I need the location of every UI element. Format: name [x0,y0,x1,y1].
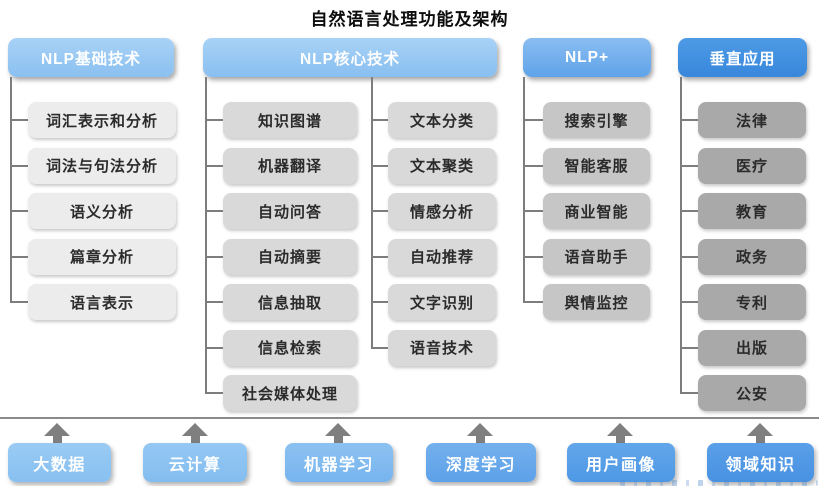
tree-node: 自动推荐 [371,238,496,275]
baseline-divider [0,417,819,419]
up-arrow-icon [325,423,351,444]
tree-node: 智能客服 [523,147,650,184]
tree-node: 文字识别 [371,284,496,320]
tree-node: 信息抽取 [205,284,357,320]
watermark-fragment [620,480,818,486]
col3-item-list: 搜索引擎 智能客服 商业智能 语音助手 舆情监控 [523,102,650,320]
header-nlp-core-tech: NLP核心技术 [203,38,497,77]
tree-node: 出版 [680,329,806,366]
up-arrow-icon [467,423,493,444]
tree-node: 公安 [680,375,806,411]
tree-node: 语音技术 [371,329,496,366]
tree-node: 语义分析 [10,193,176,229]
tree-node: 篇章分析 [10,238,176,275]
connector-vline-col3 [523,77,525,302]
up-arrow-icon [747,423,773,444]
tree-node: 语言表示 [10,284,176,320]
tree-node: 社会媒体处理 [205,375,357,411]
col2-left-item-list: 知识图谱 机器翻译 自动问答 自动摘要 信息抽取 信息检索 社会媒体处理 [205,102,357,411]
tree-node: 教育 [680,193,806,229]
connector-vline-col1 [10,77,12,302]
tree-node: 搜索引擎 [523,102,650,138]
tree-node: 自动问答 [205,193,357,229]
header-vertical-apps: 垂直应用 [678,38,807,77]
connector-vline-col4 [680,77,682,393]
foundation-box-cloud-computing: 云计算 [143,443,247,482]
connector-vline-col2-left [205,77,207,393]
header-nlp-basic-tech: NLP基础技术 [8,38,174,77]
header-nlp-plus: NLP+ [523,38,651,77]
tree-node: 词汇表示和分析 [10,102,176,138]
tree-node: 法律 [680,102,806,138]
foundation-box-deep-learning: 深度学习 [426,443,536,482]
tree-node: 语音助手 [523,238,650,275]
tree-node: 文本分类 [371,102,496,138]
foundation-box-big-data: 大数据 [8,443,111,482]
tree-node: 医疗 [680,147,806,184]
tree-node: 商业智能 [523,193,650,229]
foundation-box-domain-knowledge: 领域知识 [707,443,814,482]
foundation-box-user-profile: 用户画像 [567,443,675,482]
up-arrow-icon [182,423,208,444]
tree-node: 文本聚类 [371,147,496,184]
tree-node: 词法与句法分析 [10,147,176,184]
up-arrow-icon [44,423,70,444]
up-arrow-icon [607,423,633,444]
tree-node: 知识图谱 [205,102,357,138]
tree-node: 政务 [680,238,806,275]
tree-node: 专利 [680,284,806,320]
tree-node: 舆情监控 [523,284,650,320]
tree-node: 信息检索 [205,329,357,366]
tree-node: 机器翻译 [205,147,357,184]
tree-node: 自动摘要 [205,238,357,275]
diagram-title: 自然语言处理功能及架构 [310,10,509,29]
tree-node: 情感分析 [371,193,496,229]
col4-item-list: 法律 医疗 教育 政务 专利 出版 公安 [680,102,806,411]
foundation-box-machine-learning: 机器学习 [285,443,393,482]
col1-item-list: 词汇表示和分析 词法与句法分析 语义分析 篇章分析 语言表示 [10,102,176,320]
col2-right-item-list: 文本分类 文本聚类 情感分析 自动推荐 文字识别 语音技术 [371,102,496,366]
connector-vline-col2-right [371,77,373,347]
